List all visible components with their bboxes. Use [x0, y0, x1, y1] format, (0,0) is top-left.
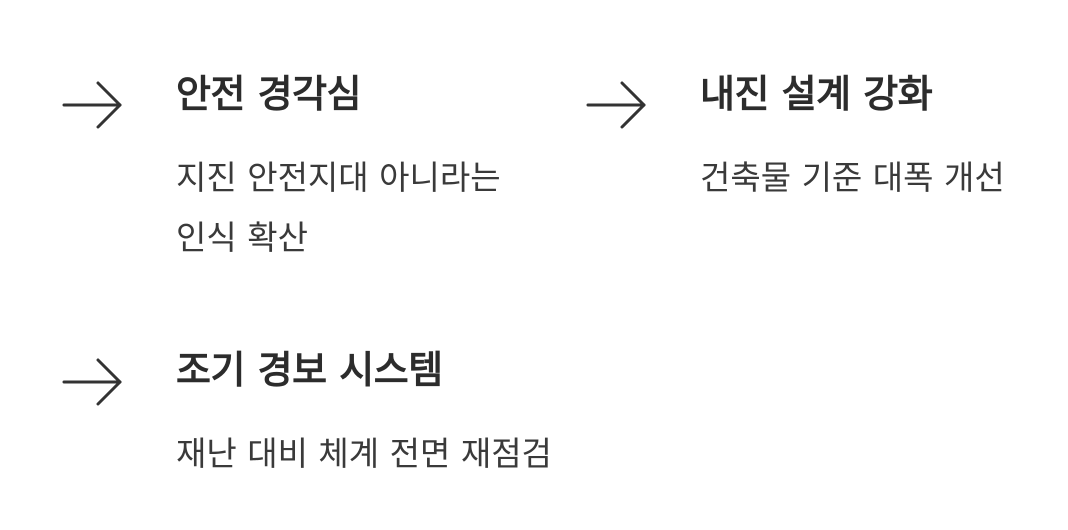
arrow-right-icon: [62, 80, 124, 130]
arrow-right-icon: [586, 80, 648, 130]
point-description: 건축물 기준 대폭 개선: [700, 158, 1005, 197]
point-title: 안전 경각심: [176, 72, 362, 116]
arrow-right-icon: [62, 357, 124, 407]
point-title: 내진 설계 강화: [700, 72, 933, 116]
point-description: 지진 안전지대 아니라는 인식 확산: [176, 158, 501, 257]
point-title: 조기 경보 시스템: [176, 348, 443, 392]
point-description: 재난 대비 체계 전면 재점검: [176, 434, 552, 473]
